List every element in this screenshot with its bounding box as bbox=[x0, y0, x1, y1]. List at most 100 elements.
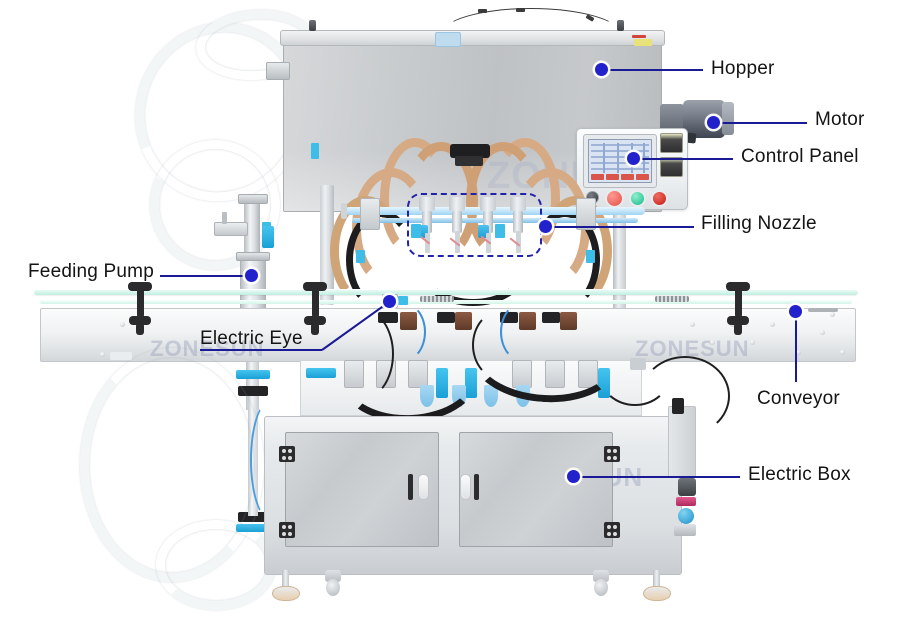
motor-leader-line bbox=[719, 122, 807, 124]
hopper-wire-clip-2 bbox=[516, 8, 525, 12]
caster-wheel bbox=[326, 579, 340, 596]
hmi-screen-frame bbox=[583, 134, 657, 188]
sensor-tab-right bbox=[586, 250, 595, 263]
filling-nozzle-3 bbox=[478, 197, 502, 253]
feeding-pump-leader-line bbox=[160, 275, 246, 277]
guide-rail-clamp-3[interactable] bbox=[726, 282, 752, 340]
door-lock-left[interactable] bbox=[418, 474, 429, 500]
motor-callout-dot[interactable] bbox=[707, 116, 720, 129]
pump-flange-top bbox=[238, 194, 268, 204]
electric-box-callout-dot[interactable] bbox=[567, 470, 580, 483]
clamp-shaft bbox=[312, 288, 319, 318]
product-hose-6 bbox=[466, 142, 540, 260]
nozzle-holder-5 bbox=[545, 360, 565, 388]
hopper-callout-dot[interactable] bbox=[595, 63, 608, 76]
conveyor-guide-rail-top bbox=[34, 289, 858, 295]
hmi-soft-button-3[interactable] bbox=[621, 174, 634, 180]
hopper-side-inlet bbox=[266, 62, 290, 80]
filling-nozzle-4 bbox=[508, 197, 532, 253]
hopper-lid-knob-left bbox=[309, 20, 316, 31]
door-handle-left[interactable] bbox=[408, 474, 413, 500]
hmi-row-2 bbox=[591, 150, 649, 152]
stop-button[interactable] bbox=[651, 190, 668, 207]
conveyor-screw bbox=[710, 340, 715, 345]
control-panel-callout-dot[interactable] bbox=[627, 152, 640, 165]
door-lock-right[interactable] bbox=[460, 474, 471, 500]
manifold-black-block-2 bbox=[455, 156, 483, 166]
start-button[interactable] bbox=[605, 189, 624, 208]
hmi-soft-button-4[interactable] bbox=[636, 174, 649, 180]
clamp-knob-bottom bbox=[304, 316, 326, 325]
hmi-soft-button-1[interactable] bbox=[591, 174, 604, 180]
filling-nozzle-callout-dot[interactable] bbox=[539, 220, 552, 233]
pump-clamp-upper bbox=[238, 386, 268, 396]
nozzle-indicator-right bbox=[495, 224, 505, 238]
air-filter-bowl bbox=[678, 508, 694, 524]
nozzle-cylinder bbox=[483, 211, 493, 233]
pump-side-valve bbox=[214, 222, 248, 236]
nozzle-tip-1 bbox=[420, 385, 434, 407]
guide-rail-clamp-2[interactable] bbox=[303, 282, 329, 340]
rail-adjuster-left bbox=[420, 296, 454, 302]
hopper-lid-knob-right bbox=[617, 20, 624, 31]
frame-column-left bbox=[320, 185, 334, 305]
electric-eye-callout-dot[interactable] bbox=[383, 295, 396, 308]
foot-stem bbox=[282, 570, 289, 588]
run-button[interactable] bbox=[629, 190, 646, 207]
hmi-row-3 bbox=[591, 156, 649, 158]
conveyor-screw bbox=[830, 312, 835, 317]
conveyor-screw bbox=[770, 322, 775, 327]
clamp-knob-top bbox=[128, 282, 152, 291]
feeding-pump-callout-dot[interactable] bbox=[245, 269, 258, 282]
air-filter-base bbox=[674, 524, 696, 536]
clamp-knob-bottom bbox=[727, 316, 749, 325]
foot-stem bbox=[653, 570, 660, 588]
counter-module-top bbox=[660, 133, 683, 153]
cabinet-door-right[interactable] bbox=[459, 432, 613, 547]
sensor-tab-left bbox=[356, 250, 365, 263]
hmi-button-row[interactable] bbox=[591, 174, 649, 180]
rail-adjuster-right bbox=[655, 296, 689, 302]
bottle-stop-pad-2 bbox=[455, 312, 472, 330]
nozzle-block bbox=[419, 197, 435, 211]
indicator-mid-left bbox=[311, 143, 319, 159]
cabinet-door-left[interactable] bbox=[285, 432, 439, 547]
conveyor-screw bbox=[750, 340, 755, 345]
conveyor-callout-dot[interactable] bbox=[789, 305, 802, 318]
clamp-knob-top bbox=[303, 282, 327, 291]
bottle-guide-left bbox=[306, 368, 336, 378]
foot-pad bbox=[643, 586, 671, 601]
conveyor-screw bbox=[820, 330, 825, 335]
feeding-pump-label: Feeding Pump bbox=[28, 261, 154, 282]
conveyor-label: Conveyor bbox=[757, 388, 840, 409]
clamp-shaft bbox=[735, 288, 742, 318]
clamp-foot bbox=[136, 323, 144, 335]
discharge-hose-fitting bbox=[110, 352, 132, 360]
nozzle-indicator-left bbox=[411, 224, 421, 238]
hmi-col-1 bbox=[603, 143, 605, 173]
valve-block-left bbox=[360, 198, 380, 230]
pump-collar-upper bbox=[236, 370, 270, 379]
nozzle-valve bbox=[417, 225, 428, 238]
stop-cylinder-2 bbox=[437, 312, 455, 323]
guide-rail-clamp-1[interactable] bbox=[128, 282, 154, 340]
filling-nozzle-leader-line bbox=[551, 226, 694, 228]
valve-block-right bbox=[576, 198, 596, 230]
bottle-guide-mid-2 bbox=[465, 368, 477, 398]
hmi-soft-button-2[interactable] bbox=[606, 174, 619, 180]
nozzle-cylinder bbox=[513, 211, 523, 233]
door-handle-right[interactable] bbox=[474, 474, 479, 500]
hopper-sticker-red bbox=[632, 35, 646, 38]
nozzle-rail-endcap-left bbox=[341, 203, 347, 219]
filling-nozzle-highlight-box bbox=[407, 193, 542, 257]
pump-valve-handle bbox=[222, 212, 227, 224]
pump-collar-lower bbox=[236, 524, 270, 532]
conveyor-guide-rail-bottom bbox=[40, 300, 852, 304]
nozzle-supply-rail bbox=[345, 207, 645, 215]
nozzle-tip-4 bbox=[516, 385, 530, 407]
conveyor-screw bbox=[100, 352, 105, 357]
electric-eye-bracket bbox=[398, 296, 408, 305]
hmi-screen[interactable] bbox=[588, 139, 652, 183]
bottle-guide-mid bbox=[436, 368, 448, 398]
